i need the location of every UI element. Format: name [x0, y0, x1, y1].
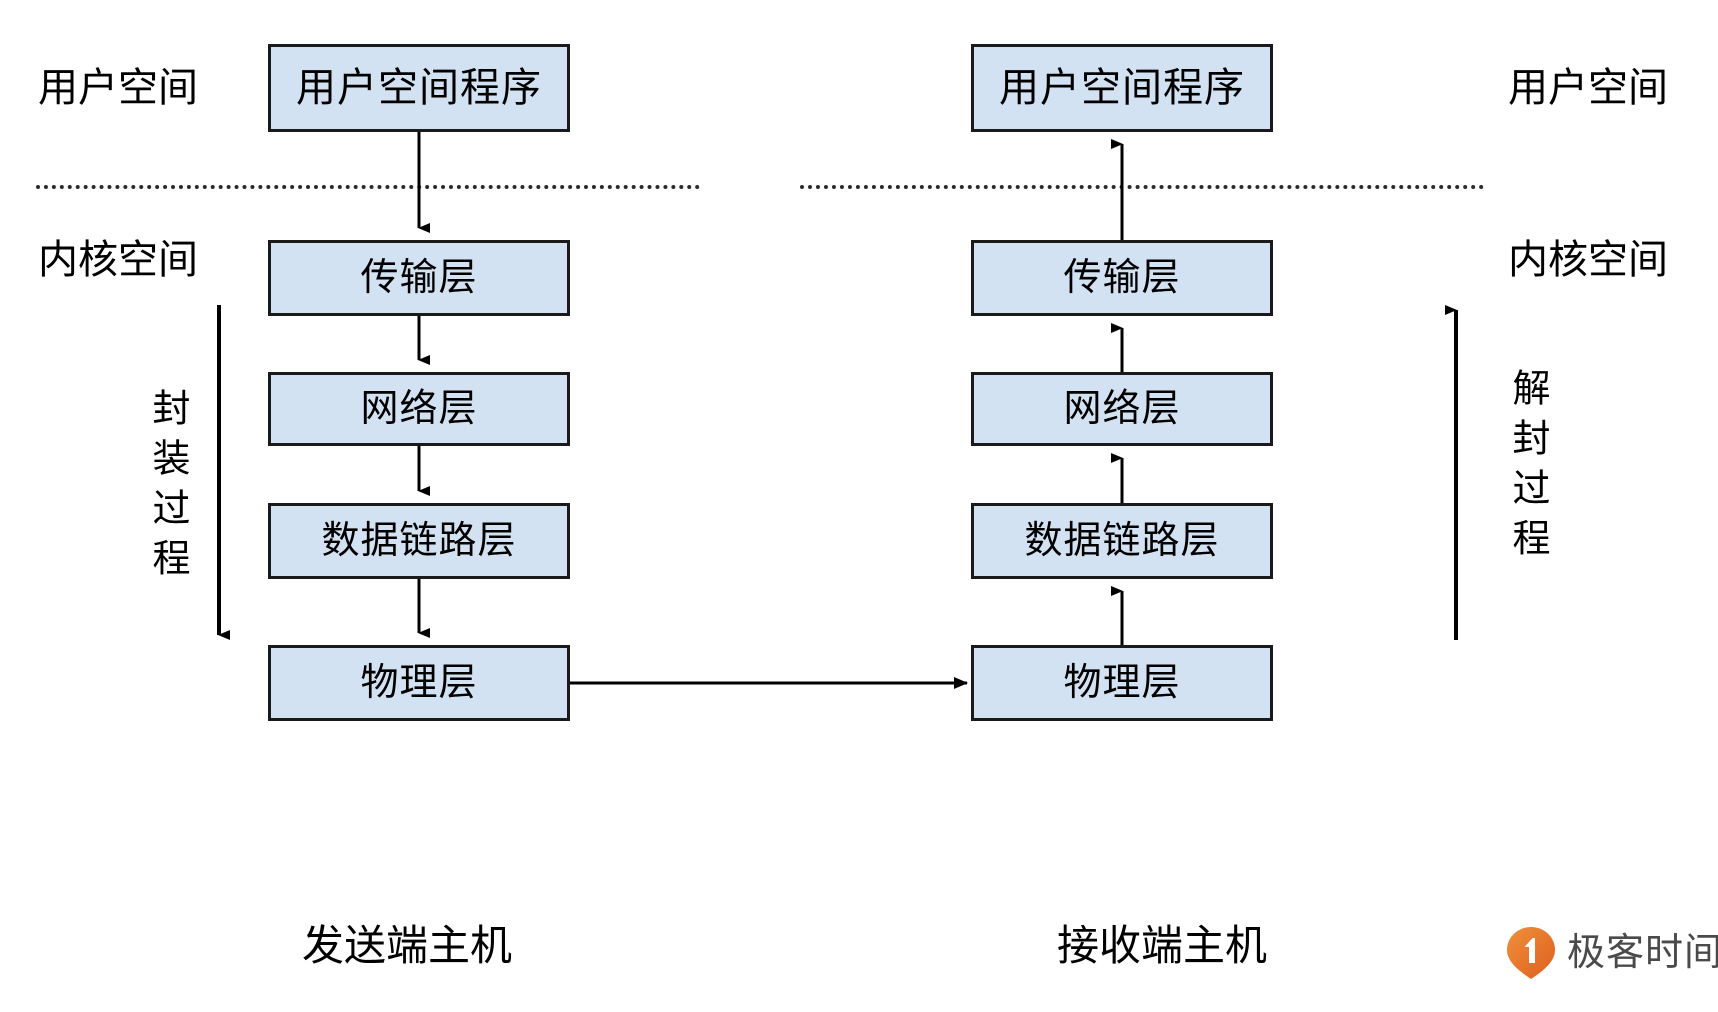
receiver-decapsulation-label: 解封过程 [1506, 368, 1548, 568]
sender-box-transport-layer[interactable]: 传输层 [268, 240, 570, 316]
receiver-box-physical-layer[interactable]: 物理层 [971, 645, 1273, 721]
geektime-pin-icon [1507, 927, 1555, 979]
sender-box-data-link-layer[interactable]: 数据链路层 [268, 503, 570, 579]
receiver-host-caption: 接收端主机 [1057, 922, 1268, 969]
receiver-box-transport-layer[interactable]: 传输层 [971, 240, 1273, 316]
receiver-box-user-space-program[interactable]: 用户空间程序 [971, 44, 1273, 132]
sender-box-physical-layer[interactable]: 物理层 [268, 645, 570, 721]
divider-sender-userspace-kernel [36, 185, 700, 189]
left-label-user-space: 用户空间 [38, 66, 198, 110]
sender-encapsulation-label: 封装过程 [146, 388, 188, 588]
receiver-box-data-link-layer[interactable]: 数据链路层 [971, 503, 1273, 579]
divider-receiver-userspace-kernel [800, 185, 1484, 189]
sender-host-caption: 发送端主机 [302, 922, 513, 969]
sender-box-network-layer[interactable]: 网络层 [268, 372, 570, 446]
logo-text: 极客时间 [1567, 932, 1718, 974]
left-label-kernel-space: 内核空间 [38, 238, 198, 282]
sender-box-user-space-program[interactable]: 用户空间程序 [268, 44, 570, 132]
receiver-box-network-layer[interactable]: 网络层 [971, 372, 1273, 446]
right-label-kernel-space: 内核空间 [1508, 238, 1668, 282]
geektime-logo[interactable]: 极客时间 [1505, 925, 1718, 981]
right-label-user-space: 用户空间 [1508, 66, 1668, 110]
